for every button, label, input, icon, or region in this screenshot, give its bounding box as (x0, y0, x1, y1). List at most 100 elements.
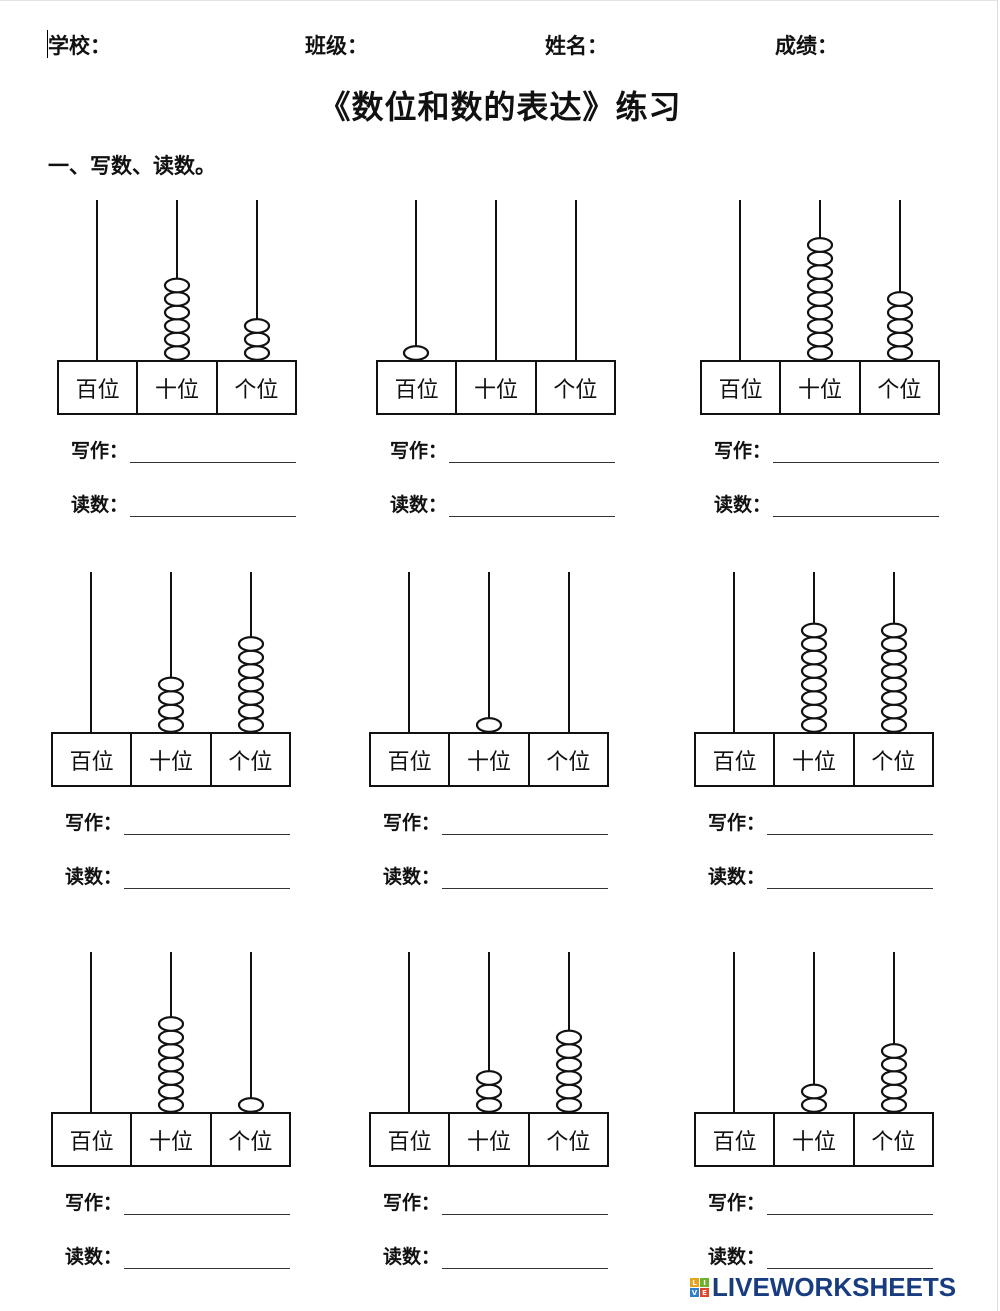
write-answer-label: 写作： (390, 440, 448, 462)
abacus-bead (806, 331, 834, 348)
abacus-bead (237, 703, 265, 720)
abacus-bead (800, 663, 828, 679)
place-label: 十位 (775, 1114, 855, 1165)
abacus-bead (163, 277, 191, 294)
place-label: 百位 (696, 1114, 776, 1165)
write-answer-label: 写作： (65, 812, 123, 834)
place-label: 百位 (371, 734, 451, 785)
logo-badge-letter: I (700, 1278, 709, 1287)
abacus-bead (237, 717, 265, 733)
page-title: 《数位和数的表达》练习 (318, 88, 682, 126)
place-label: 百位 (696, 734, 776, 785)
abacus-bead (800, 1083, 828, 1100)
abacus-bead (886, 331, 914, 348)
abacus-bead (800, 636, 828, 652)
read-answer-row: 读数： (708, 1242, 934, 1269)
read-answer-field[interactable] (124, 866, 291, 889)
abacus-bead (157, 1097, 185, 1113)
abacus-bead (880, 622, 908, 639)
name-label: 姓名： (545, 34, 608, 58)
place-label: 百位 (371, 1114, 451, 1165)
write-answer-label: 写作： (71, 440, 129, 462)
write-answer-label: 写作： (714, 440, 772, 462)
abacus-bead (880, 1056, 908, 1073)
abacus-bead (237, 636, 265, 652)
read-answer-field[interactable] (124, 1246, 291, 1269)
place-value-table: 百位十位个位 (369, 732, 609, 787)
abacus-bead (475, 1083, 503, 1100)
abacus-bead (886, 318, 914, 334)
abacus-bead (880, 1097, 908, 1113)
read-answer-field[interactable] (449, 494, 616, 517)
write-answer-field[interactable] (124, 1192, 291, 1215)
abacus-exercise: 百位十位个位写作：读数： (694, 952, 936, 1282)
read-answer-row: 读数： (71, 490, 297, 517)
read-answer-field[interactable] (442, 866, 609, 889)
school-label: 学校： (48, 34, 111, 58)
abacus-bead (880, 1083, 908, 1100)
abacus-bead (555, 1097, 583, 1113)
abacus-bead (555, 1056, 583, 1073)
abacus-exercise: 百位十位个位写作：读数： (700, 200, 942, 530)
abacus-bead (157, 1070, 185, 1086)
abacus-bead (886, 304, 914, 321)
write-answer-field[interactable] (130, 440, 297, 463)
abacus-bead (806, 318, 834, 334)
logo-badge-letter: E (700, 1288, 709, 1297)
abacus-bead (475, 1070, 503, 1086)
abacus-rods (90, 572, 265, 733)
write-answer-field[interactable] (773, 440, 940, 463)
read-answer-field[interactable] (773, 494, 940, 517)
place-label: 十位 (457, 362, 537, 413)
place-label: 十位 (450, 734, 530, 785)
write-answer-field[interactable] (442, 812, 609, 835)
write-answer-label: 写作： (708, 812, 766, 834)
read-answer-row: 读数： (390, 490, 616, 517)
abacus-bead (157, 676, 185, 693)
abacus-bead (880, 676, 908, 693)
abacus-bead (163, 331, 191, 348)
read-answer-label: 读数： (714, 494, 772, 516)
abacus-bead (880, 690, 908, 706)
abacus-exercise: 百位十位个位写作：读数： (51, 952, 293, 1282)
text-cursor (47, 30, 48, 58)
write-answer-label: 写作： (383, 1192, 441, 1214)
abacus-bead (880, 1070, 908, 1086)
write-answer-field[interactable] (767, 1192, 934, 1215)
abacus-bead (880, 1043, 908, 1059)
abacus-bead (237, 649, 265, 666)
read-answer-field[interactable] (442, 1246, 609, 1269)
abacus-bead (163, 291, 191, 307)
place-value-table: 百位十位个位 (51, 732, 291, 787)
write-answer-label: 写作： (65, 1192, 123, 1214)
read-answer-field[interactable] (767, 866, 934, 889)
read-answer-field[interactable] (130, 494, 297, 517)
abacus-exercise: 百位十位个位写作： 读数： (51, 572, 293, 902)
write-answer-field[interactable] (124, 812, 291, 835)
abacus-bead (880, 703, 908, 720)
write-answer-field[interactable] (449, 440, 616, 463)
read-answer-label: 读数： (390, 494, 448, 516)
place-label: 百位 (53, 1114, 133, 1165)
abacus-exercise: 百位十位个位写作： 读数： (57, 200, 299, 530)
place-label: 十位 (781, 362, 861, 413)
write-answer-field[interactable] (767, 812, 934, 835)
write-answer-row: 写作： (714, 436, 940, 463)
write-answer-row: 写作： (71, 436, 297, 463)
place-value-table: 百位十位个位 (369, 1112, 609, 1167)
read-answer-row: 读数： (65, 862, 291, 889)
read-answer-row: 读数： (383, 862, 609, 889)
write-answer-field[interactable] (442, 1192, 609, 1215)
place-value-table: 百位十位个位 (57, 360, 297, 415)
abacus-bead (157, 703, 185, 720)
abacus-bead (163, 304, 191, 321)
read-answer-field[interactable] (767, 1246, 934, 1269)
abacus-rods (733, 572, 908, 733)
write-answer-row: 写作： (383, 1188, 609, 1215)
abacus-rods (408, 952, 583, 1113)
abacus-bead (800, 717, 828, 733)
abacus-bead (243, 318, 271, 334)
abacus-bead (555, 1029, 583, 1046)
